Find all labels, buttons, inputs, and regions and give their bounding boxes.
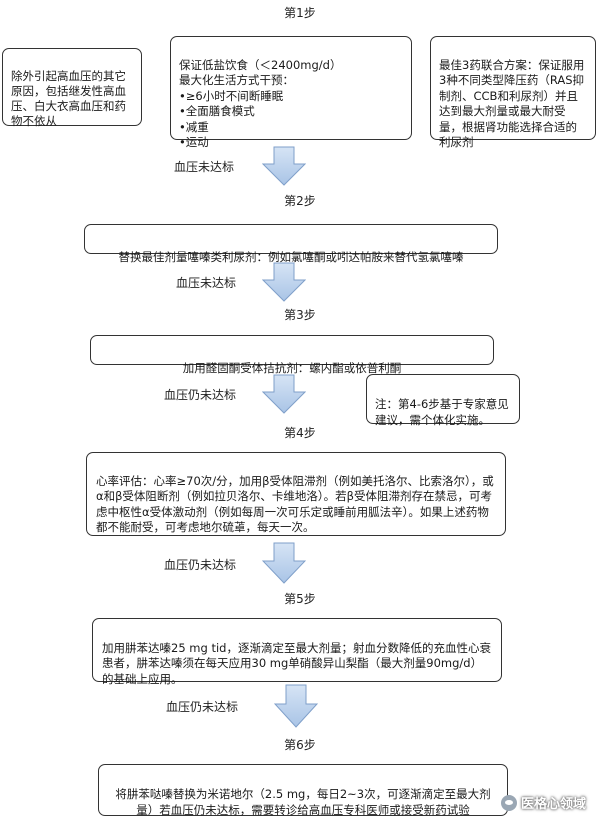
expert-note-text: 注：第4-6步基于专家意见建议，需个体化实施。: [375, 397, 509, 427]
step-5-box: 加用肼苯达嗪25 mg tid，逐渐滴定至最大剂量；射血分数降低的充血性心衰患者…: [92, 618, 502, 686]
condition-5: 血压仍未达标: [166, 700, 239, 714]
wechat-icon: [500, 794, 517, 811]
lifestyle-text: 保证低盐饮食（＜2400mg/d） 最大化生活方式干预： •≥6小时不间断睡眠 …: [179, 57, 342, 150]
condition-3: 血压仍未达标: [164, 388, 237, 402]
step-6-box: 将肼苯哒嗪替换为米诺地尔（2.5 mg，每日2~3次，可逐渐滴定至最大剂量）若血…: [98, 764, 508, 817]
down-arrow-2: [262, 262, 306, 302]
down-arrow-3: [262, 374, 306, 414]
down-arrow-4: [262, 542, 306, 584]
condition-2: 血压未达标: [176, 276, 237, 290]
watermark-text: 医格心领域: [520, 797, 586, 812]
step-2-box: 替换最佳剂量噻嗪类利尿剂：例如氯噻酮或吲达帕胺来替代氢氯噻嗪: [84, 224, 498, 264]
condition-1: 血压未达标: [174, 160, 235, 174]
step-1-label: 第1步: [284, 6, 316, 20]
down-arrow-5: [274, 684, 318, 728]
step-2-text: 替换最佳剂量噻嗪类利尿剂：例如氯噻酮或吲达帕胺来替代氢氯噻嗪: [118, 250, 464, 264]
step-5-text: 加用肼苯达嗪25 mg tid，逐渐滴定至最大剂量；射血分数降低的充血性心衰患者…: [102, 640, 491, 686]
down-arrow-1: [262, 146, 306, 186]
step-4-box: 心率评估：心率≥70次/分，加用β受体阻滞剂（例如美托洛尔、比索洛尔），或α和β…: [86, 452, 506, 536]
condition-4: 血压仍未达标: [164, 558, 237, 572]
step-3-label: 第3步: [284, 308, 316, 322]
lifestyle-box: 保证低盐饮食（＜2400mg/d） 最大化生活方式干预： •≥6小时不间断睡眠 …: [170, 36, 412, 149]
step-6-label: 第6步: [284, 738, 316, 752]
step-6-text: 将肼苯哒嗪替换为米诺地尔（2.5 mg，每日2~3次，可逐渐滴定至最大剂量）若血…: [115, 787, 491, 817]
expert-note-box: 注：第4-6步基于专家意见建议，需个体化实施。: [366, 374, 520, 427]
step-5-label: 第5步: [284, 592, 316, 606]
exclude-causes-box: 除外引起高血压的其它原因，包括继发性高血压、白大衣高血压和药物不依从: [2, 48, 142, 128]
step-2-label: 第2步: [284, 194, 316, 208]
step-4-label: 第4步: [284, 426, 316, 440]
step-3-text: 加用醛固酮受体拮抗剂：螺内酯或依普利酮: [182, 361, 402, 375]
triple-therapy-text: 最佳3药联合方案：保证服用3种不同类型降压药（RAS抑制剂、CCB和利尿剂）并且…: [439, 57, 585, 150]
watermark: 医格心领域: [500, 793, 586, 812]
triple-therapy-box: 最佳3药联合方案：保证服用3种不同类型降压药（RAS抑制剂、CCB和利尿剂）并且…: [430, 36, 596, 149]
step-4-text: 心率评估：心率≥70次/分，加用β受体阻滞剂（例如美托洛尔、比索洛尔），或α和β…: [96, 473, 494, 535]
step-3-box: 加用醛固酮受体拮抗剂：螺内酯或依普利酮: [90, 335, 494, 375]
exclude-causes-text: 除外引起高血压的其它原因，包括继发性高血压、白大衣高血压和药物不依从: [11, 69, 126, 128]
